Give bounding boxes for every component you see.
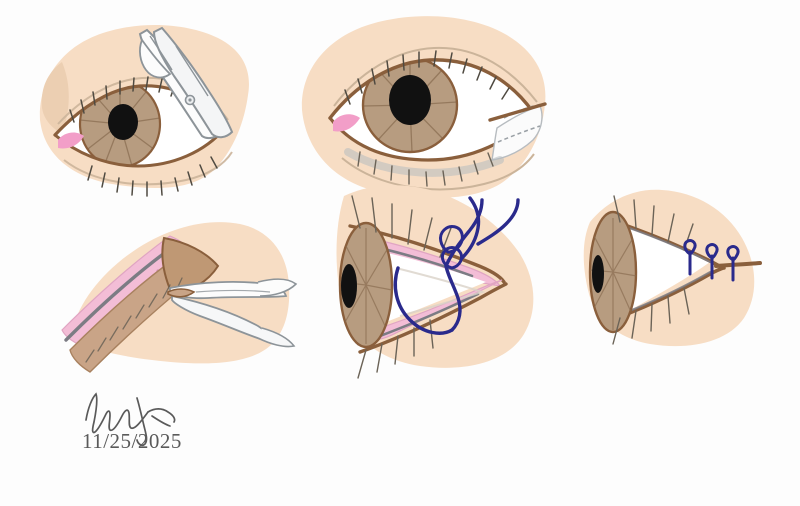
iris-limbus-panel1 xyxy=(78,85,162,166)
scissors-pivot-center xyxy=(188,98,192,102)
canthus-inner-shade-panel4 xyxy=(395,267,486,317)
panel-4-suture-placement xyxy=(336,185,534,379)
scissors-inner-line-1 xyxy=(149,35,173,71)
upper-lid-crease-panel2 xyxy=(333,46,538,107)
closed-canthus-white-panel5 xyxy=(611,222,710,318)
forceps-inner-line xyxy=(195,289,271,293)
upper-lid-margin-panel2 xyxy=(328,58,535,120)
canthotomy-edge-dashes-2 xyxy=(497,125,541,143)
lower-lid-margin-panel4 xyxy=(358,282,508,354)
upper-lashes-panel5 xyxy=(613,195,694,251)
lower-lashes-panel1 xyxy=(87,156,218,197)
scissors-panel1 xyxy=(138,26,234,140)
iris-striations-panel4 xyxy=(340,228,392,344)
forceps-handle-lower xyxy=(257,327,296,348)
lower-lid-margin-panel1 xyxy=(53,126,227,168)
lower-lid-tissue-panel2 xyxy=(344,148,504,187)
suture-thread-panel4 xyxy=(393,196,520,335)
closure-incision-line-panel5 xyxy=(714,261,762,268)
nasal-shadow-panel1 xyxy=(41,62,69,134)
pupil-panel1 xyxy=(108,104,138,140)
canthotomy-upper-cut-edge xyxy=(488,102,547,122)
pupil-panel4 xyxy=(341,264,357,308)
iris-group-panel2 xyxy=(361,59,459,154)
iris-group-panel1 xyxy=(78,85,162,166)
lower-lashes-panel5 xyxy=(612,287,690,345)
signature-block: 11/25/2025 xyxy=(82,392,182,453)
panel-5-closure-sutures xyxy=(583,189,762,347)
caruncle-panel1 xyxy=(58,132,84,149)
panel-3-tarsal-strip-forceps xyxy=(61,222,298,373)
caruncle-panel2 xyxy=(333,114,360,132)
scissors-inner-line-2 xyxy=(175,45,209,97)
signature-date: 11/25/2025 xyxy=(82,429,182,453)
lower-conjunctiva-strip-panel4 xyxy=(354,279,503,341)
suture-knot-loop-panel4 xyxy=(439,225,464,270)
lower-lid-fold-panel2 xyxy=(341,153,535,191)
closure-suture-2 xyxy=(705,243,719,280)
upper-lashes-panel4 xyxy=(351,195,452,258)
closure-suture-1 xyxy=(683,239,697,276)
lower-lid-margin-panel5 xyxy=(610,266,726,322)
pupil-panel2 xyxy=(389,75,431,125)
lower-lid-fold-panel1 xyxy=(63,151,233,186)
forceps-grasp-tip xyxy=(167,288,196,298)
panel-1-canthotomy-incision xyxy=(39,24,249,197)
closure-suture-3 xyxy=(726,245,740,282)
iris-limbus-panel2 xyxy=(361,59,459,154)
signature-mark xyxy=(85,392,176,447)
forceps-panel3 xyxy=(167,278,298,348)
scissors-handle-tab xyxy=(139,38,172,79)
scissors-blade-lower xyxy=(152,26,234,139)
upper-lashes-panel2 xyxy=(344,50,510,105)
pupil-panel5 xyxy=(592,255,604,293)
panel-2-canthotomy-complete xyxy=(301,16,547,198)
